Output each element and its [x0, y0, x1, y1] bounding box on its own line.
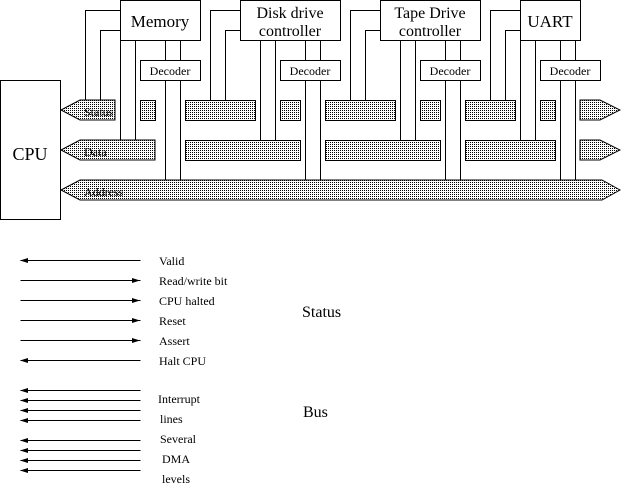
device-label: Disk drive [256, 5, 323, 22]
status-signal-label: Reset [159, 314, 186, 328]
device-uart: UART Decoder [490, 0, 601, 181]
arrowhead-icon [20, 358, 28, 363]
device-label: UART [527, 12, 573, 31]
arrowhead-icon [20, 408, 28, 413]
status-bus-segment [140, 100, 156, 121]
status-bus-segment [465, 100, 516, 121]
device-box [520, 0, 581, 41]
device-label: Memory [131, 12, 190, 31]
decoder-box [420, 60, 481, 81]
data-bus-label: Data [84, 145, 107, 159]
status-connection [210, 10, 241, 101]
data-bus-segment [465, 140, 556, 161]
data-bus-segment [185, 140, 301, 161]
status-bus-segment [325, 100, 396, 121]
decoder-box [540, 60, 601, 81]
status-signal-label: Assert [159, 334, 190, 348]
data-bus-arrow-right [579, 139, 621, 161]
status-connection [100, 30, 121, 101]
bus-signal-label: DMA [162, 452, 190, 466]
arrowhead-icon [132, 338, 140, 343]
bus-signal-label: Interrupt [158, 392, 201, 406]
address-bus-label: Address [84, 185, 124, 199]
device-box [120, 0, 201, 41]
arrowhead-icon [20, 458, 28, 463]
arrowhead-icon [132, 318, 140, 323]
status-bus-segment [540, 100, 556, 121]
status-group-label: Status [302, 304, 341, 321]
data-bus-arrow [59, 139, 156, 161]
status-signal-label: CPU halted [159, 294, 215, 308]
decoder-label: Decoder [290, 64, 331, 78]
status-bus-segment [280, 100, 301, 121]
status-bus-label: Status [84, 105, 114, 119]
bus-signal-label: lines [160, 412, 183, 426]
device-box [380, 0, 481, 41]
arrowhead-icon [132, 298, 140, 303]
bus-signal-label: Several [160, 432, 197, 446]
status-connection [505, 30, 521, 101]
device-label: controller [399, 23, 462, 40]
status-bus-segment [185, 100, 256, 121]
status-bus-arrow-right [579, 99, 621, 121]
decoder-label: Decoder [430, 64, 471, 78]
decoder-box [280, 60, 341, 81]
arrowhead-icon [20, 398, 28, 403]
arrowhead-icon [20, 258, 28, 263]
address-bus [59, 179, 621, 201]
status-connection [350, 10, 381, 101]
status-connection [490, 10, 521, 101]
status-signal-label: Halt CPU [159, 354, 206, 368]
device-label: controller [259, 23, 322, 40]
decoder-box [140, 60, 201, 81]
decoder-label: Decoder [550, 64, 591, 78]
cpu-block: CPU [0, 80, 61, 220]
bus-group-label: Bus [303, 404, 328, 421]
bus-signal-label: levels [162, 472, 190, 485]
status-connection [365, 30, 381, 101]
status-connection [225, 30, 241, 101]
status-bus-arrow [59, 99, 116, 121]
arrowhead-icon [20, 418, 28, 423]
status-signal-label: Valid [159, 254, 184, 268]
data-bus-segment [325, 140, 441, 161]
arrowhead-icon [20, 388, 28, 393]
status-bus-segment [420, 100, 441, 121]
arrowhead-icon [20, 468, 28, 473]
cpu-label: CPU [12, 144, 47, 164]
status-connection [85, 10, 121, 101]
arrowhead-icon [20, 448, 28, 453]
status-signal-label: Read/write bit [159, 274, 228, 288]
device-box [240, 0, 341, 41]
decoder-label: Decoder [150, 64, 191, 78]
device-label: Tape Drive [394, 5, 465, 22]
arrowhead-icon [132, 278, 140, 283]
arrowhead-icon [20, 438, 28, 443]
